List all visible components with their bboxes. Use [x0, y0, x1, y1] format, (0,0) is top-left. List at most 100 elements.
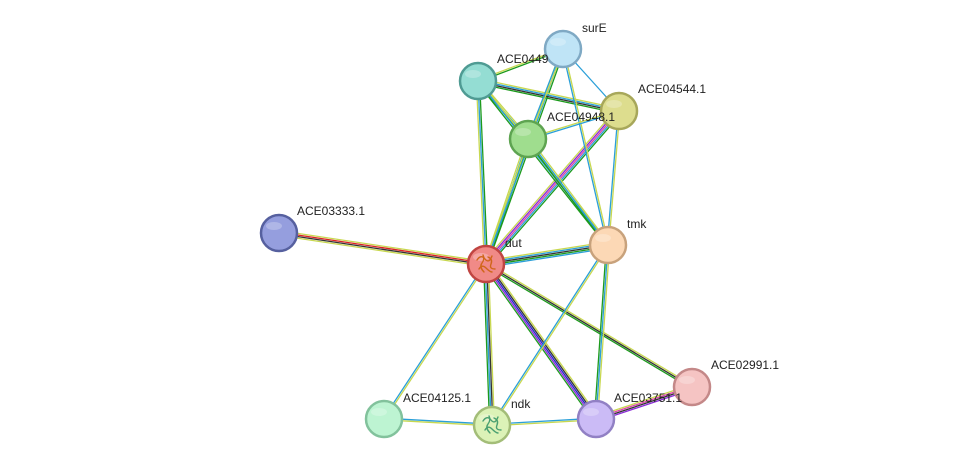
- edge-dut-ace03333[interactable]: [278, 229, 487, 268]
- node-circle: [466, 244, 506, 284]
- node-circle: [543, 29, 583, 69]
- edge-evidence-line: [278, 233, 486, 266]
- node-label: ACE04125.1: [403, 391, 471, 405]
- edge-evidence-line: [487, 263, 496, 425]
- edge-evidence-line: [477, 80, 487, 265]
- edge-evidence-line: [485, 263, 597, 420]
- edge-evidence-line: [477, 82, 619, 114]
- edge-evidence-line: [490, 244, 608, 425]
- edge-evidence-line: [488, 261, 600, 418]
- nodes-layer: surE ACE0449ACE04544.1ACE04948.1ACE03333.…: [259, 21, 779, 445]
- node-circle: [508, 119, 548, 159]
- node-ace03333[interactable]: ACE03333.1: [259, 204, 365, 253]
- edge-evidence-line: [485, 263, 693, 388]
- node-circle: [259, 213, 299, 253]
- node-label: ACE04948.1: [547, 110, 615, 124]
- node-tmk[interactable]: tmk: [588, 217, 647, 265]
- node-circle: [588, 225, 628, 265]
- node-circle: [472, 405, 512, 445]
- edge-evidence-line: [477, 80, 609, 246]
- node-circle: [364, 399, 404, 439]
- node-ace04544[interactable]: ACE04544.1: [599, 82, 706, 131]
- edge-ace04544-tmk[interactable]: [606, 110, 621, 246]
- edge-evidence-line: [487, 112, 622, 267]
- edge-evidence-line: [606, 110, 619, 245]
- node-circle: [458, 61, 498, 101]
- edge-evidence-line: [492, 245, 610, 426]
- edge-evidence-line: [485, 242, 608, 264]
- edge-evidence-line: [278, 234, 486, 268]
- edge-tmk-ndk[interactable]: [490, 244, 610, 426]
- edge-evidence-line: [595, 244, 609, 420]
- edge-evidence-line: [561, 49, 608, 246]
- node-label: ACE03751.1: [614, 391, 682, 405]
- edge-evidence-line: [478, 79, 610, 245]
- edge-evidence-line: [279, 231, 487, 264]
- node-ace04125[interactable]: ACE04125.1: [364, 391, 471, 439]
- edge-ace0449-tmk[interactable]: [476, 79, 610, 247]
- edge-dut-ace04125[interactable]: [382, 263, 488, 420]
- node-highlight: [515, 128, 531, 136]
- node-ndk[interactable]: ndk: [472, 397, 531, 445]
- protein-structure-icon: [476, 254, 496, 273]
- node-ace04948[interactable]: ACE04948.1: [508, 110, 615, 159]
- node-label: tmk: [627, 217, 647, 231]
- edge-evidence-line: [485, 241, 608, 262]
- node-highlight: [266, 222, 282, 230]
- edge-evidence-line: [486, 245, 609, 267]
- node-ace0449[interactable]: ACE0449: [458, 52, 549, 101]
- node-highlight: [371, 408, 387, 416]
- edge-surE-tmk[interactable]: [561, 48, 610, 246]
- edge-evidence-line: [476, 81, 608, 247]
- node-highlight: [679, 376, 695, 384]
- node-highlight: [595, 234, 611, 242]
- node-circle: [672, 367, 712, 407]
- edge-evidence-line: [563, 48, 610, 245]
- edge-evidence-line: [475, 81, 486, 265]
- node-label: dut: [505, 236, 522, 250]
- edge-tmk-ace03751[interactable]: [593, 244, 611, 420]
- node-dut[interactable]: dut: [466, 236, 522, 284]
- edge-dut-ace03751[interactable]: [482, 261, 600, 422]
- edge-evidence-line: [483, 108, 618, 263]
- edge-evidence-line: [485, 244, 609, 265]
- edge-evidence-line: [482, 265, 594, 422]
- edge-evidence-line: [486, 262, 694, 387]
- node-highlight: [465, 70, 481, 78]
- node-highlight: [583, 408, 599, 416]
- edge-dut-ndk[interactable]: [482, 263, 496, 426]
- edge-ace04948-tmk[interactable]: [526, 137, 610, 247]
- node-highlight: [606, 100, 622, 108]
- protein-structure-icon: [482, 415, 502, 434]
- node-label: ACE04544.1: [638, 82, 706, 96]
- node-label: surE: [582, 21, 607, 35]
- edge-dut-ace04544[interactable]: [483, 108, 622, 267]
- node-ace03751[interactable]: ACE03751.1: [576, 391, 682, 439]
- edge-dut-ace02991[interactable]: [484, 262, 694, 389]
- edge-dut-tmk[interactable]: [485, 241, 609, 268]
- edge-evidence-line: [478, 78, 620, 110]
- edge-ace0449-ace04544[interactable]: [477, 78, 620, 114]
- edge-evidence-line: [526, 139, 608, 247]
- edge-evidence-line: [608, 111, 621, 246]
- node-ace02991[interactable]: ACE02991.1: [672, 358, 779, 407]
- edge-evidence-line: [486, 247, 609, 268]
- edge-evidence-line: [484, 264, 692, 389]
- edge-evidence-line: [382, 263, 486, 419]
- node-circle: [599, 91, 639, 131]
- edge-dut-ace0449[interactable]: [475, 80, 489, 265]
- edge-evidence-line: [384, 264, 488, 420]
- node-label: ACE03333.1: [297, 204, 365, 218]
- node-label: ACE02991.1: [711, 358, 779, 372]
- edge-evidence-line: [477, 81, 619, 113]
- node-surE[interactable]: surE: [543, 21, 607, 69]
- edge-evidence-line: [527, 138, 609, 246]
- edge-evidence-line: [279, 229, 487, 263]
- edge-evidence-line: [484, 264, 492, 426]
- edge-evidence-line: [485, 110, 620, 265]
- edge-evidence-line: [486, 263, 494, 425]
- edge-evidence-line: [596, 245, 611, 420]
- edge-evidence-line: [486, 111, 621, 266]
- edge-evidence-line: [478, 79, 620, 111]
